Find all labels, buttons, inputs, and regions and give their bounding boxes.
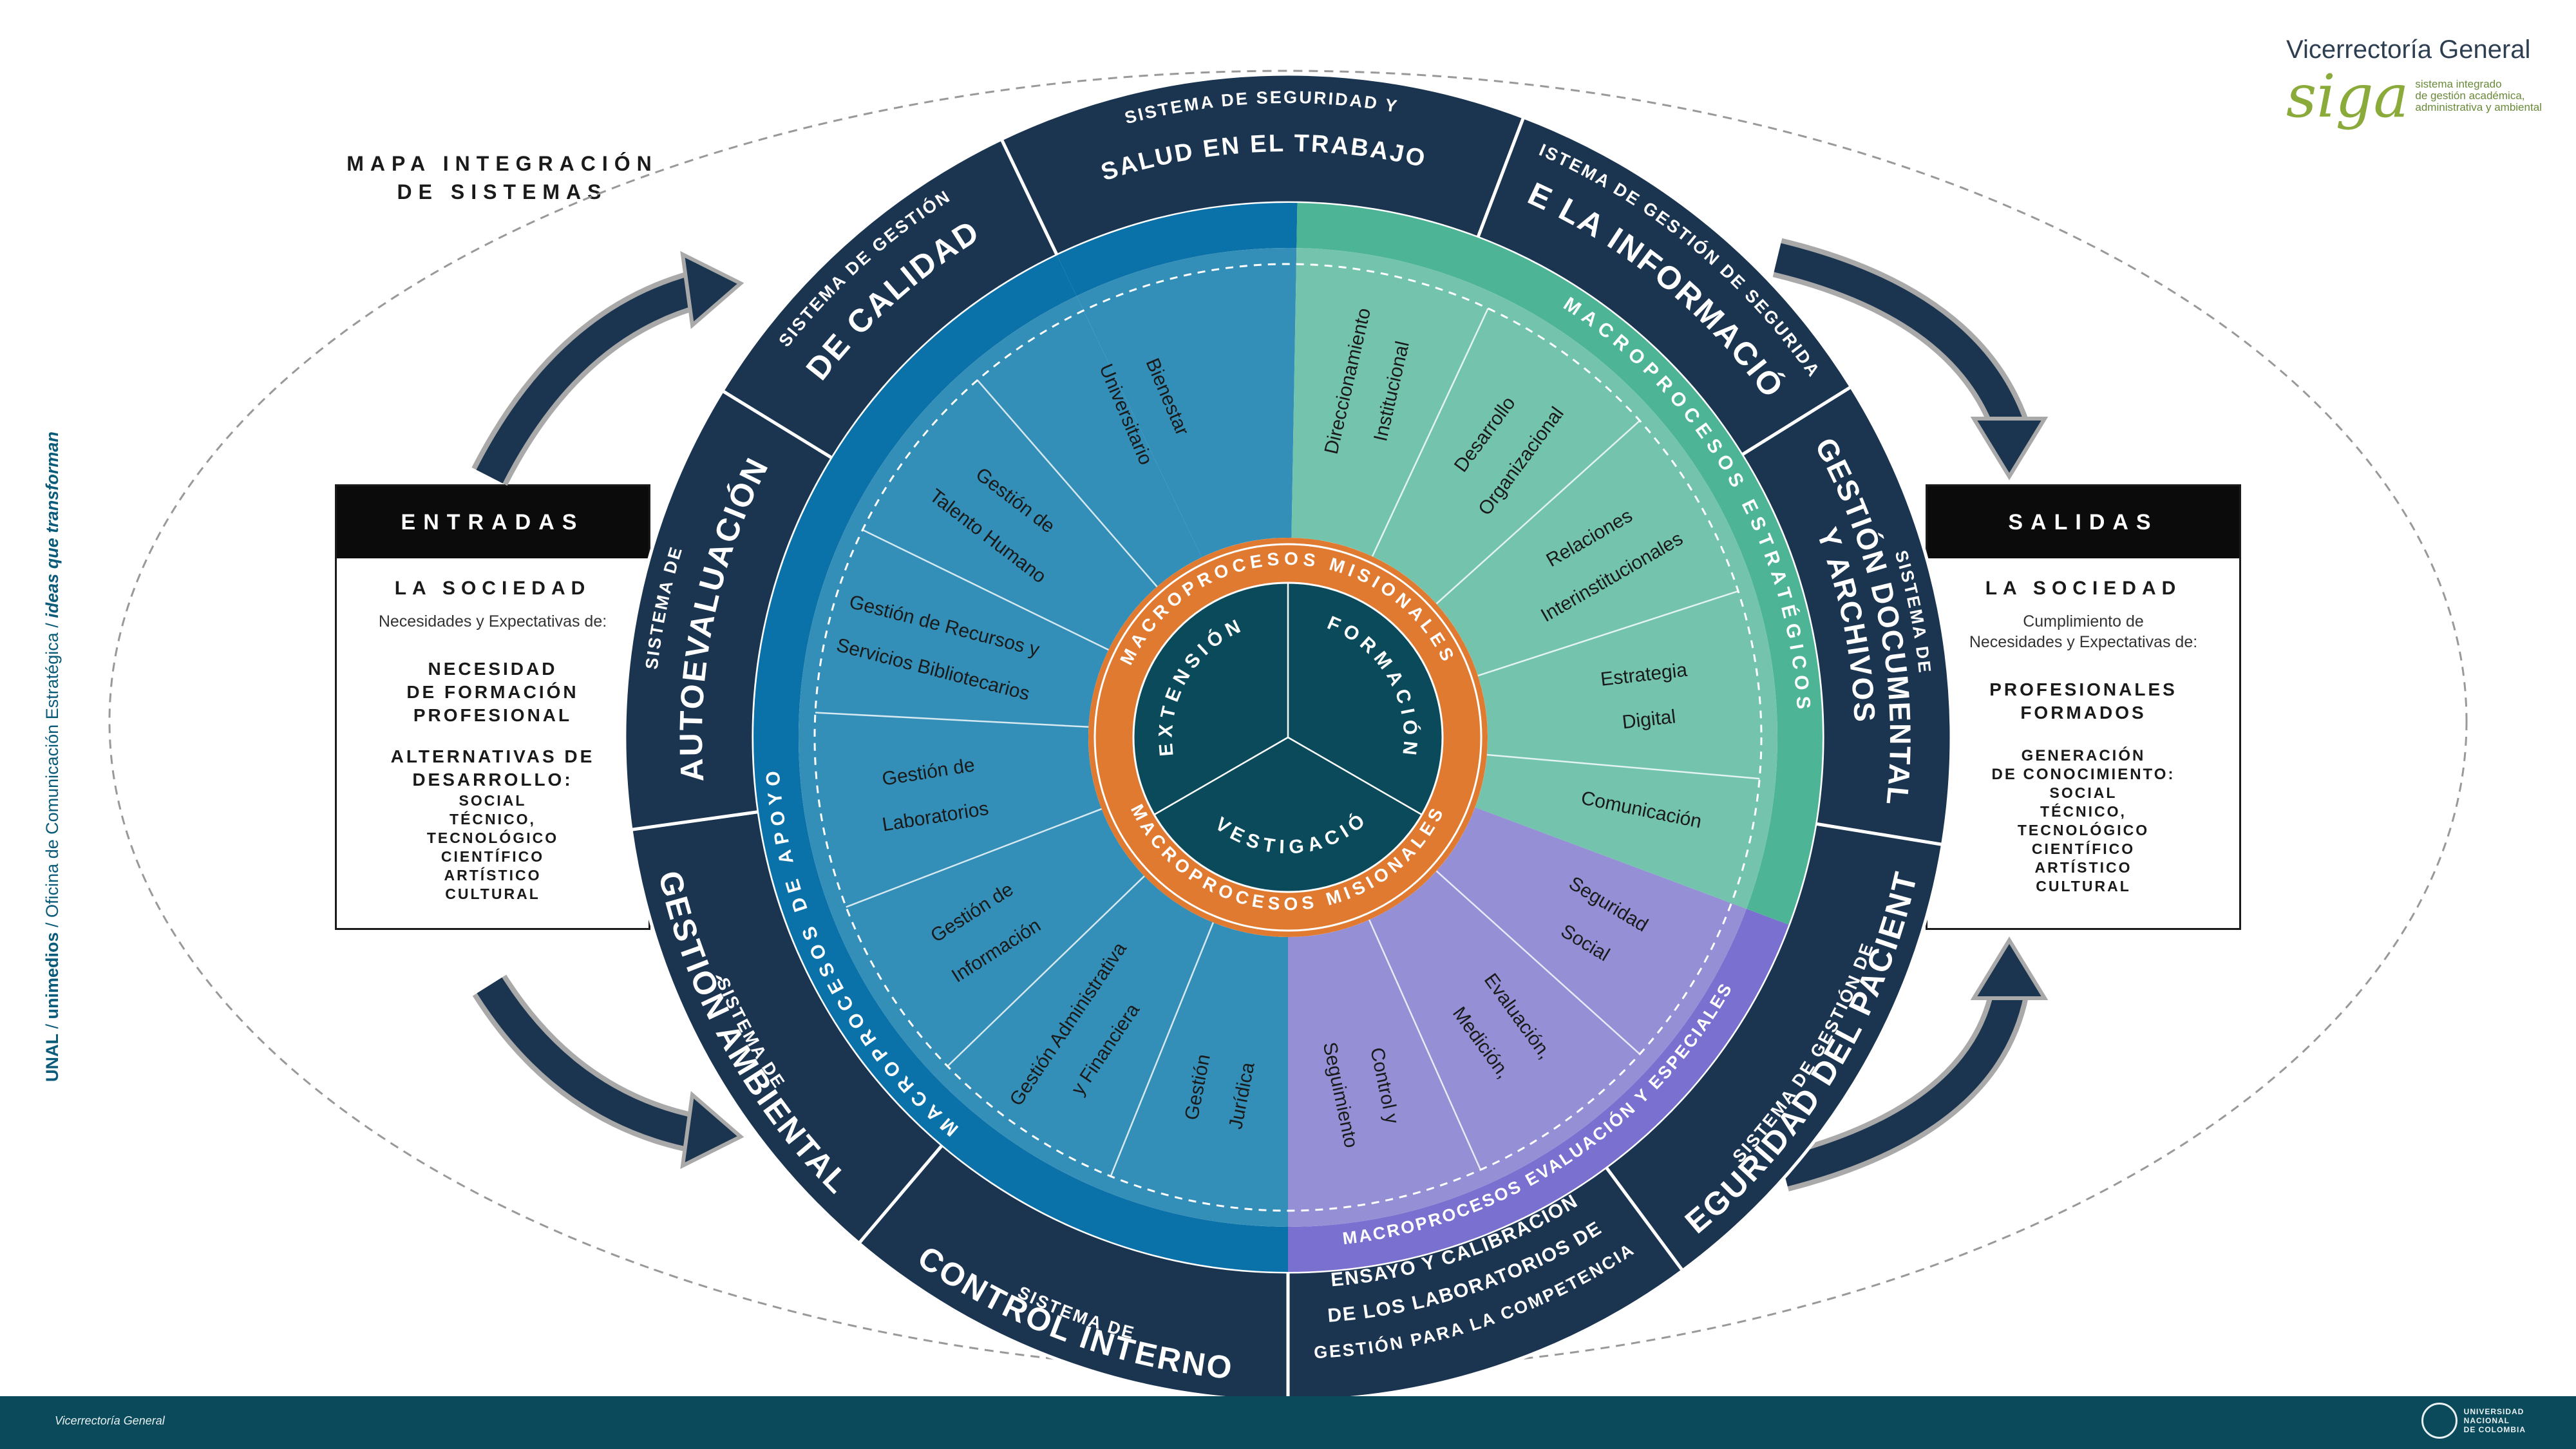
- salidas-header: SALIDAS: [1927, 486, 2239, 558]
- entradas-subtitle: Necesidades y Expectativas de:: [378, 612, 607, 630]
- support-divider: [846, 808, 1103, 908]
- logo-mark: siga: [2286, 62, 2409, 131]
- arrow-in-top: [471, 251, 744, 486]
- map-title: MAPA INTEGRACIÓN DE SISTEMAS: [346, 152, 658, 204]
- strategic-divider: [1435, 420, 1641, 605]
- evaluation-divider: [1435, 870, 1641, 1055]
- arrow-head: [1970, 417, 2049, 480]
- university-seal-icon: [2421, 1403, 2458, 1439]
- support-sector: [798, 296, 1288, 1227]
- center-divider: [1153, 736, 1289, 816]
- band-strategic: [1296, 203, 1823, 925]
- band-support-top: [1057, 202, 1298, 296]
- arrow-body: [1780, 989, 2024, 1187]
- arrow-head: [1970, 936, 2049, 1000]
- arrow-body: [1774, 243, 2023, 431]
- support-divider: [976, 379, 1158, 587]
- salidas-society: LA SOCIEDAD: [1985, 578, 2182, 599]
- strategic-divider: [1486, 753, 1760, 780]
- entradas-society: LA SOCIEDAD: [394, 578, 591, 599]
- strategic-sector: [1291, 248, 1778, 909]
- evaluation-divider: [1368, 919, 1482, 1171]
- logo-title: Vicerrectoría General: [2286, 35, 2531, 64]
- support-sector-top: [1076, 247, 1297, 558]
- arrow-head: [680, 1091, 744, 1170]
- misional-ring-line: [1094, 543, 1482, 932]
- evaluation-sector: [1288, 807, 1747, 1227]
- support-divider: [815, 712, 1089, 728]
- outer-dashed-ellipse: [108, 70, 2468, 1373]
- support-divider: [1110, 922, 1215, 1177]
- arrow-out-top: [1772, 238, 2049, 480]
- inner-dashed-circle: [813, 263, 1763, 1212]
- center-divider: [1287, 736, 1423, 816]
- strategic-divider: [1371, 308, 1489, 557]
- arrow-in-bottom: [472, 974, 744, 1170]
- entradas-header: ENTRADAS: [337, 486, 649, 558]
- arrow-head: [680, 251, 744, 329]
- arrow-out-bottom: [1779, 936, 2049, 1192]
- band-evaluation: [1288, 909, 1789, 1272]
- entradas-box: ENTRADAS LA SOCIEDAD Necesidades y Expec…: [335, 484, 650, 930]
- arrow-body: [476, 275, 700, 484]
- arrow-body: [477, 977, 699, 1148]
- strategic-divider: [1477, 590, 1739, 677]
- footer-label: Vicerrectoría General: [55, 1414, 165, 1427]
- support-divider: [947, 875, 1145, 1067]
- support-divider: [862, 529, 1109, 651]
- system-segment-9: [720, 137, 1059, 460]
